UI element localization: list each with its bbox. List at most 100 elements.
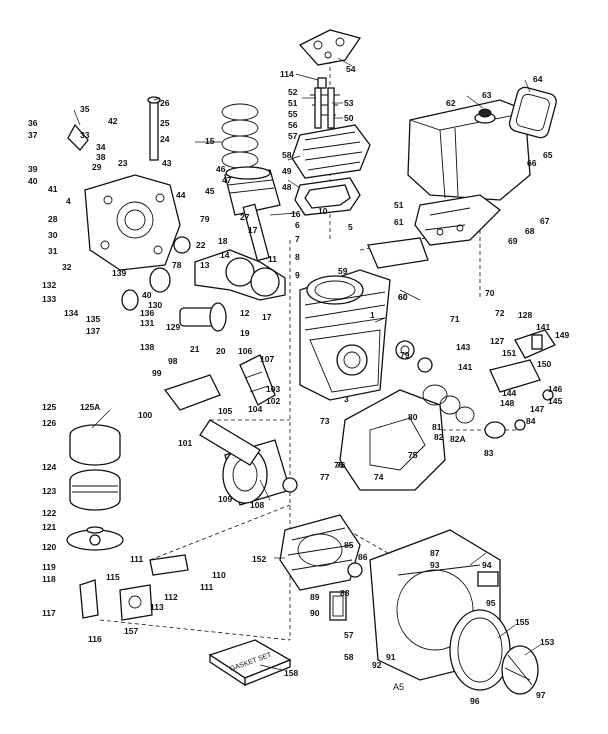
- callout: 29: [92, 162, 102, 172]
- callout: 92: [372, 660, 382, 670]
- callout: 25: [160, 118, 170, 128]
- callout: 135: [86, 314, 100, 324]
- seals: [395, 340, 526, 439]
- callout: 60: [398, 292, 408, 302]
- callout: 15: [205, 136, 215, 146]
- callout: 58: [344, 652, 354, 662]
- callout: 78: [172, 260, 182, 270]
- cylinder-shroud: [279, 514, 363, 591]
- callout: 125A: [80, 402, 100, 412]
- callout: 123: [42, 486, 56, 496]
- callout: 14: [220, 250, 230, 260]
- tank-bracket: [414, 194, 501, 246]
- callout: 149: [555, 330, 569, 340]
- callout: 143: [456, 342, 470, 352]
- callout: 51: [288, 98, 298, 108]
- callout: 96: [470, 696, 480, 706]
- muffler: [199, 419, 298, 506]
- callout: 70: [485, 288, 495, 298]
- callout: 107: [260, 354, 274, 364]
- callout: 94: [482, 560, 492, 570]
- callout: 82: [434, 432, 444, 442]
- callout: 80: [408, 412, 418, 422]
- callout: 138: [140, 342, 154, 352]
- callout: 122: [42, 508, 56, 518]
- callout: 116: [88, 634, 102, 644]
- callout: 131: [140, 318, 154, 328]
- callout: 105: [218, 406, 232, 416]
- callout: 87: [430, 548, 440, 558]
- callout: 41: [48, 184, 58, 194]
- callout: 47: [222, 175, 232, 185]
- callout: 7: [295, 234, 300, 244]
- callout: 57: [344, 630, 354, 640]
- callout: 44: [176, 190, 186, 200]
- callout: 157: [124, 626, 138, 636]
- callout: 19: [240, 328, 250, 338]
- callout-labels: 54 114 52 51 55 56 57 58 49 48 53 50 62 …: [28, 64, 569, 706]
- callout: 155: [515, 617, 529, 627]
- callout: 58: [282, 150, 292, 160]
- callout: 151: [502, 348, 516, 358]
- callout: 38: [96, 152, 106, 162]
- callout: 120: [42, 542, 56, 552]
- callout: 28: [48, 214, 58, 224]
- callout: 113: [150, 602, 164, 612]
- callout: 16: [291, 209, 301, 219]
- callout: 76: [336, 460, 346, 470]
- cylinder-head-assembly: [291, 77, 371, 216]
- callout: 106: [238, 346, 252, 356]
- callout: 85: [344, 540, 354, 550]
- callout: 57: [288, 131, 298, 141]
- callout: 81: [432, 422, 442, 432]
- callout: 34: [96, 142, 106, 152]
- callout: 74: [374, 472, 384, 482]
- callout: 117: [42, 608, 56, 618]
- callout: 90: [310, 608, 320, 618]
- callout: 30: [48, 230, 58, 240]
- callout: 5: [348, 222, 353, 232]
- callout: 72: [495, 308, 505, 318]
- crankcase-cover: [67, 96, 191, 271]
- callout: 10: [318, 206, 328, 216]
- callout: 69: [508, 236, 518, 246]
- callout: 111: [200, 582, 214, 592]
- callout: 147: [530, 404, 544, 414]
- callout: 21: [190, 344, 200, 354]
- callout: 17: [248, 225, 258, 235]
- callout: 18: [218, 236, 228, 246]
- callout: 108: [250, 500, 264, 510]
- callout: 93: [430, 560, 440, 570]
- callout: 39: [28, 164, 38, 174]
- callout: 101: [178, 438, 192, 448]
- leader-lines: [73, 57, 541, 671]
- callout: 62: [446, 98, 456, 108]
- callout: 128: [518, 310, 532, 320]
- callout: 137: [86, 326, 100, 336]
- air-filter: [66, 424, 124, 551]
- piston-rings: [221, 103, 259, 169]
- callout: 40: [28, 176, 38, 186]
- callout: 27: [240, 212, 250, 222]
- callout: 54: [346, 64, 356, 74]
- callout: 153: [540, 637, 554, 647]
- cover-plate: [298, 29, 362, 66]
- callout: 23: [118, 158, 128, 168]
- callout: 121: [42, 522, 56, 532]
- callout: 88: [340, 588, 350, 598]
- callout: 56: [288, 120, 298, 130]
- callout: 8: [295, 252, 300, 262]
- callout: 63: [482, 90, 492, 100]
- backplate: [339, 389, 446, 491]
- callout: 59: [338, 266, 348, 276]
- callout: 24: [160, 134, 170, 144]
- callout: 64: [533, 74, 543, 84]
- callout: 95: [486, 598, 496, 608]
- callout: 79: [400, 350, 410, 360]
- callout: 103: [266, 384, 280, 394]
- callout: 32: [62, 262, 72, 272]
- callout: 115: [106, 572, 120, 582]
- fuel-pump: [79, 554, 189, 621]
- callout: 20: [216, 346, 226, 356]
